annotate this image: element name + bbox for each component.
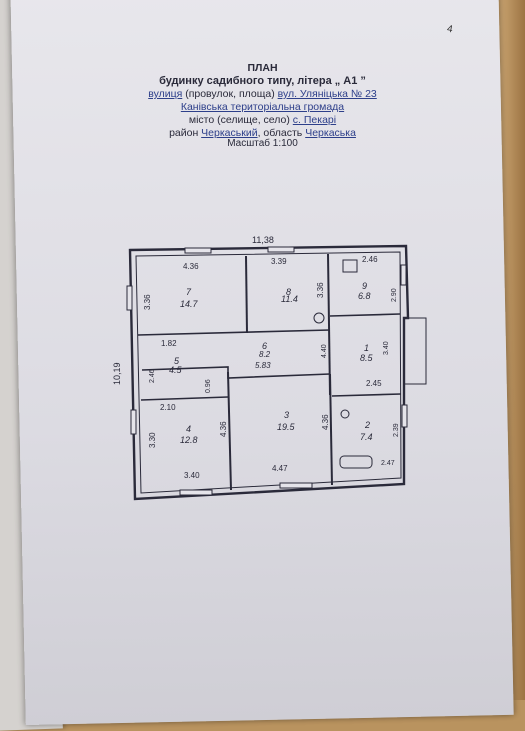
stove-fixture [342,259,358,273]
window [184,247,212,254]
dimension-label: 2.46 [362,255,378,264]
street-name: вул. Уляніцька № 23 [277,88,377,100]
dimension-label: 3.36 [316,282,325,298]
dimension-label: 2.47 [381,460,395,467]
dimension-label: 4.40 [321,344,328,358]
overall-width: 11,38 [252,235,274,245]
window [130,409,137,435]
outer-wall-inner [135,251,402,494]
region-name: Черкаська [305,127,356,139]
corridor-dimension: 5.83 [255,361,271,370]
dimension-label: 4.36 [219,421,228,437]
dimension-label: 3.30 [148,432,157,448]
scale-label: Масштаб 1:100 [227,138,298,149]
room-area: 7.4 [360,432,373,442]
room-number: 8 [286,287,291,297]
dimension-label: 0.96 [205,379,212,393]
room-number: 4 [186,424,191,434]
plan-title: ПЛАН [247,62,278,74]
dimension-label: 2.45 [366,379,382,388]
room-number: 1 [364,343,369,353]
dimension-label: 2.90 [391,288,398,302]
room-area: 19.5 [277,422,296,432]
wall-9-1 [329,313,401,317]
window [267,246,295,253]
dimension-label: 4.36 [183,262,199,271]
street-mid: (провулок, площа) [182,88,278,100]
window [400,264,407,286]
dimension-label: 2.46 [149,369,156,383]
window [279,482,313,489]
street-type: вулиця [148,88,183,100]
village-name: с. Пекарі [292,114,337,126]
floor-plan: 11,38 10,19 7 14.7 8 11.4 9 6.8 6 8.2 5.… [112,235,427,501]
village-prefix: місто (селище, село) [188,114,293,126]
dimension-label: 2.10 [160,403,176,412]
room-area: 11.4 [281,294,298,304]
wall-8-9 [327,253,331,396]
wall-4-3 [227,371,232,491]
window [179,489,213,496]
dimension-label: 3.36 [143,294,152,310]
toilet-fixture [313,312,325,324]
window [126,285,133,311]
district-name: Черкаський [201,127,258,139]
wall-7-8 [245,255,248,334]
window [401,404,408,428]
dimension-label: 3.40 [184,471,200,480]
dimension-label: 3.39 [271,257,287,266]
room-number: 9 [362,281,367,291]
room-number: 7 [186,287,192,297]
title-block: ПЛАН будинку садибного типу, літера „ А1… [0,62,525,140]
wall-top-row [137,329,331,336]
dimension-label: 4.47 [272,464,288,473]
room-area: 8.5 [360,353,374,363]
community-line: Канівська територіальна громада [180,101,345,113]
dimension-label: 3.40 [383,341,390,355]
room-number: 6 [262,341,267,351]
toilet-fixture [340,409,350,419]
bathtub [339,455,373,469]
wall-3-2 [329,373,333,486]
plan-subtitle: будинку садибного типу, літера „ А1 ” [159,75,366,87]
entrance-porch [404,317,427,385]
wall-5-4 [140,396,229,401]
room-number: 2 [364,420,370,430]
district-line: район Черкаський, область Черкаська [0,127,525,140]
wall-1-2 [331,393,402,397]
room-area: 6.8 [358,291,371,301]
address-street-line: вулиця (провулок, площа) вул. Уляніцька … [0,88,525,101]
room-area: 8.2 [259,350,271,359]
room-area: 14.7 [180,299,199,309]
district-mid: , область [257,127,306,139]
dimension-label: 4.36 [321,414,330,430]
room-number: 3 [284,410,289,420]
district-prefix: район [169,127,202,139]
room-number: 5 [174,356,180,366]
dimension-label: 2.39 [393,423,400,437]
dimension-label: 1.82 [161,339,177,348]
village-line: місто (селище, село) с. Пекарі [0,114,525,127]
overall-depth: 10,19 [112,362,122,385]
room-area: 12.8 [180,435,198,445]
room-area: 4.5 [169,365,183,375]
